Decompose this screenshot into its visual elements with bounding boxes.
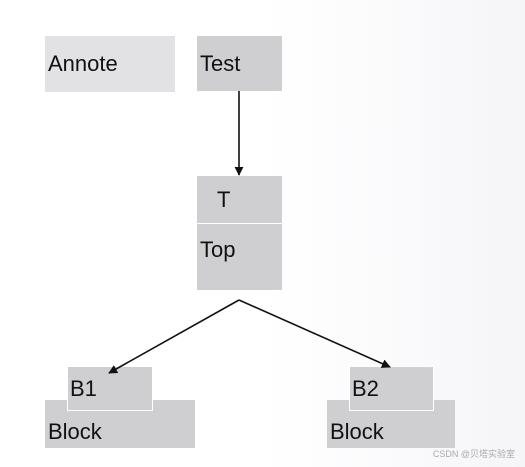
arrow-top-to-b2 bbox=[238, 299, 391, 368]
watermark: CSDN @贝塔实验室 bbox=[432, 449, 515, 459]
b2-label: B2 bbox=[352, 375, 379, 401]
block-left-label: Block bbox=[48, 419, 102, 444]
annote-label: Annote bbox=[48, 51, 118, 76]
top-node: Top bbox=[197, 224, 282, 290]
top-label: Top bbox=[200, 237, 236, 262]
annote-node: Annote bbox=[45, 36, 175, 92]
t-node: T bbox=[197, 176, 282, 223]
arrow-top-to-b1 bbox=[108, 299, 240, 374]
test-node: Test bbox=[197, 36, 282, 91]
b1-node: B1 bbox=[67, 366, 153, 411]
b1-label: B1 bbox=[70, 375, 97, 401]
b2-node: B2 bbox=[349, 366, 434, 411]
test-label: Test bbox=[200, 50, 241, 76]
block-right-label: Block bbox=[330, 419, 384, 444]
t-label: T bbox=[217, 186, 231, 212]
